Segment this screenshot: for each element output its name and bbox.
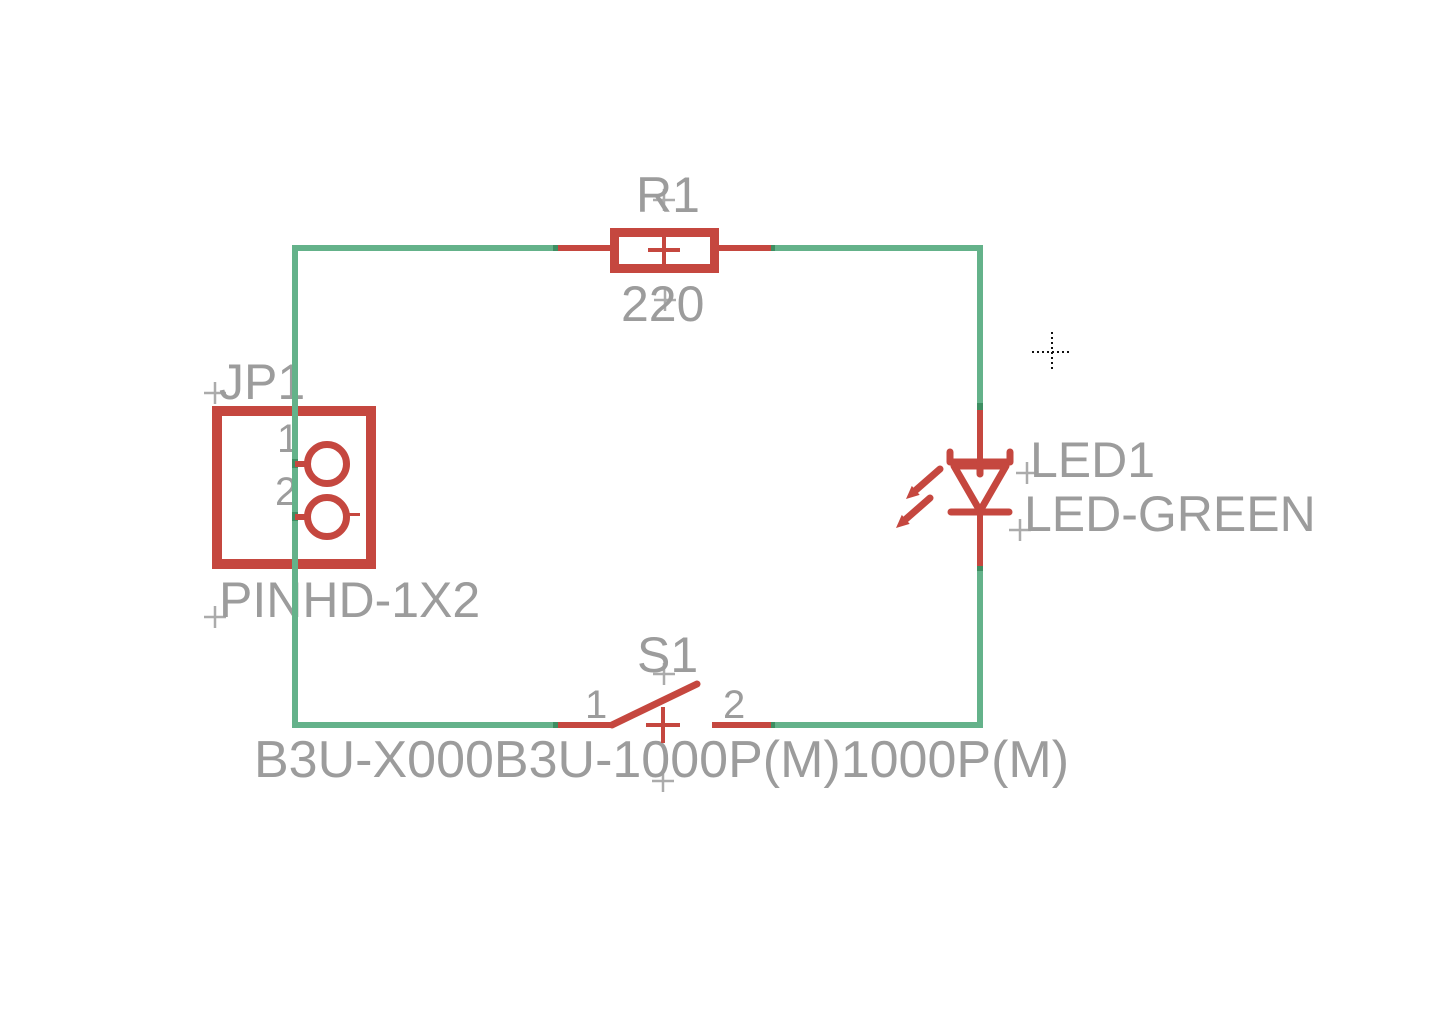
header-designator-label: JP1 [219, 354, 306, 410]
junction-dot [977, 403, 983, 412]
resistor-designator-label: R1 [636, 167, 700, 223]
switch-pin2-lead[interactable] [712, 722, 771, 728]
switch-lever[interactable] [608, 680, 701, 729]
led-symbol[interactable] [896, 448, 1014, 528]
junction-dot [553, 722, 562, 728]
led-designator-label: LED1 [1030, 432, 1156, 488]
wire-left[interactable] [292, 245, 298, 728]
header-pin2-number: 2 [275, 470, 298, 514]
header-value-label: PINHD-1X2 [219, 572, 481, 628]
wire-bottom-left[interactable] [292, 722, 559, 728]
junction-dot [553, 245, 562, 251]
led-anode-lead[interactable] [977, 410, 983, 466]
resistor-symbol[interactable] [610, 228, 719, 273]
resistor-lead-right[interactable] [718, 245, 771, 251]
led-value-label: LED-GREEN [1024, 486, 1316, 542]
header-pin2-stub[interactable] [295, 514, 306, 520]
header-pin1-circle[interactable] [304, 441, 350, 487]
led-emission-arrow [896, 494, 934, 528]
led-cathode-lead[interactable] [977, 510, 983, 566]
resistor-value-label: 220 [621, 276, 705, 332]
switch-designator-label: S1 [637, 627, 699, 683]
switch-value-label: B3U-X000B3U-1000P(M)1000P(M) [254, 731, 1070, 789]
resistor-lead-left[interactable] [558, 245, 613, 251]
wire-bottom-right[interactable] [771, 722, 983, 728]
header-pin2-circle[interactable] [304, 494, 350, 540]
led-triangle [950, 462, 1010, 515]
wire-top-right[interactable] [771, 245, 983, 251]
switch-pin1-number: 1 [585, 683, 608, 727]
wire-top-left[interactable] [292, 245, 559, 251]
led-emission-arrow [906, 465, 944, 499]
crosshair-cursor [1032, 332, 1072, 372]
header-pin1-stub[interactable] [295, 461, 306, 467]
switch-pin2-number: 2 [723, 683, 746, 727]
wire-right-lower[interactable] [977, 568, 983, 728]
switch-pin1-lead[interactable] [558, 722, 612, 728]
wire-right-upper[interactable] [977, 245, 983, 406]
junction-dot [977, 562, 983, 571]
